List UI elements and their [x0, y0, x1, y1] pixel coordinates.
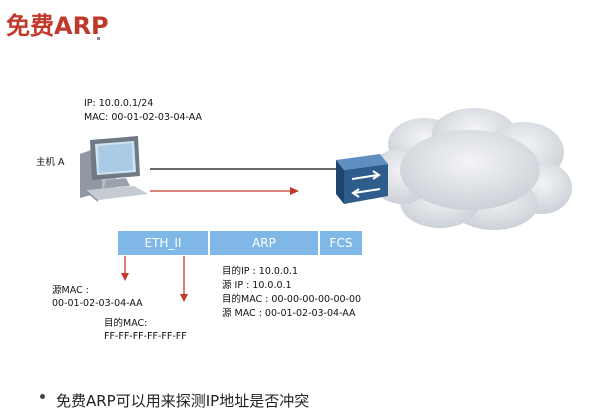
host-label: 主机 A	[36, 157, 65, 168]
dst-mac-arrow-head	[180, 294, 188, 302]
frame-field-fcs: FCS	[320, 231, 362, 255]
bullet-text: 免费ARP可以用来探测IP地址是否冲突	[56, 392, 310, 410]
frame-field-eth: ETH_II	[118, 231, 208, 255]
slide-title: 免费ARP	[6, 12, 109, 40]
arp-src-mac: 源 MAC : 00-01-02-03-04-AA	[222, 308, 356, 319]
arp-dst-mac: 目的MAC : 00-00-00-00-00-00	[222, 294, 362, 305]
frame-field-arp: ARP	[210, 231, 318, 255]
arp-src-ip: 源 IP : 10.0.0.1	[222, 280, 292, 291]
switch-icon	[336, 154, 388, 204]
arp-dst-ip: 目的IP : 10.0.0.1	[222, 266, 299, 277]
frame-divider	[208, 231, 210, 255]
dst-mac-label: 目的MAC:	[104, 318, 148, 329]
decor-dot	[97, 37, 100, 40]
src-mac-value: 00-01-02-03-04-AA	[52, 298, 143, 309]
cloud-icon	[370, 108, 572, 230]
send-arrow-head	[290, 187, 299, 195]
src-mac-label: 源MAC :	[52, 285, 89, 296]
host-mac: MAC: 00-01-02-03-04-AA	[84, 112, 203, 123]
frame-divider	[318, 231, 320, 255]
host-ip: IP: 10.0.0.1/24	[84, 98, 154, 109]
pc-icon	[80, 136, 148, 202]
bullet-dot	[40, 394, 45, 399]
dst-mac-value: FF-FF-FF-FF-FF-FF	[104, 331, 187, 342]
src-mac-arrow-head	[121, 273, 129, 281]
link-layer	[121, 168, 340, 302]
